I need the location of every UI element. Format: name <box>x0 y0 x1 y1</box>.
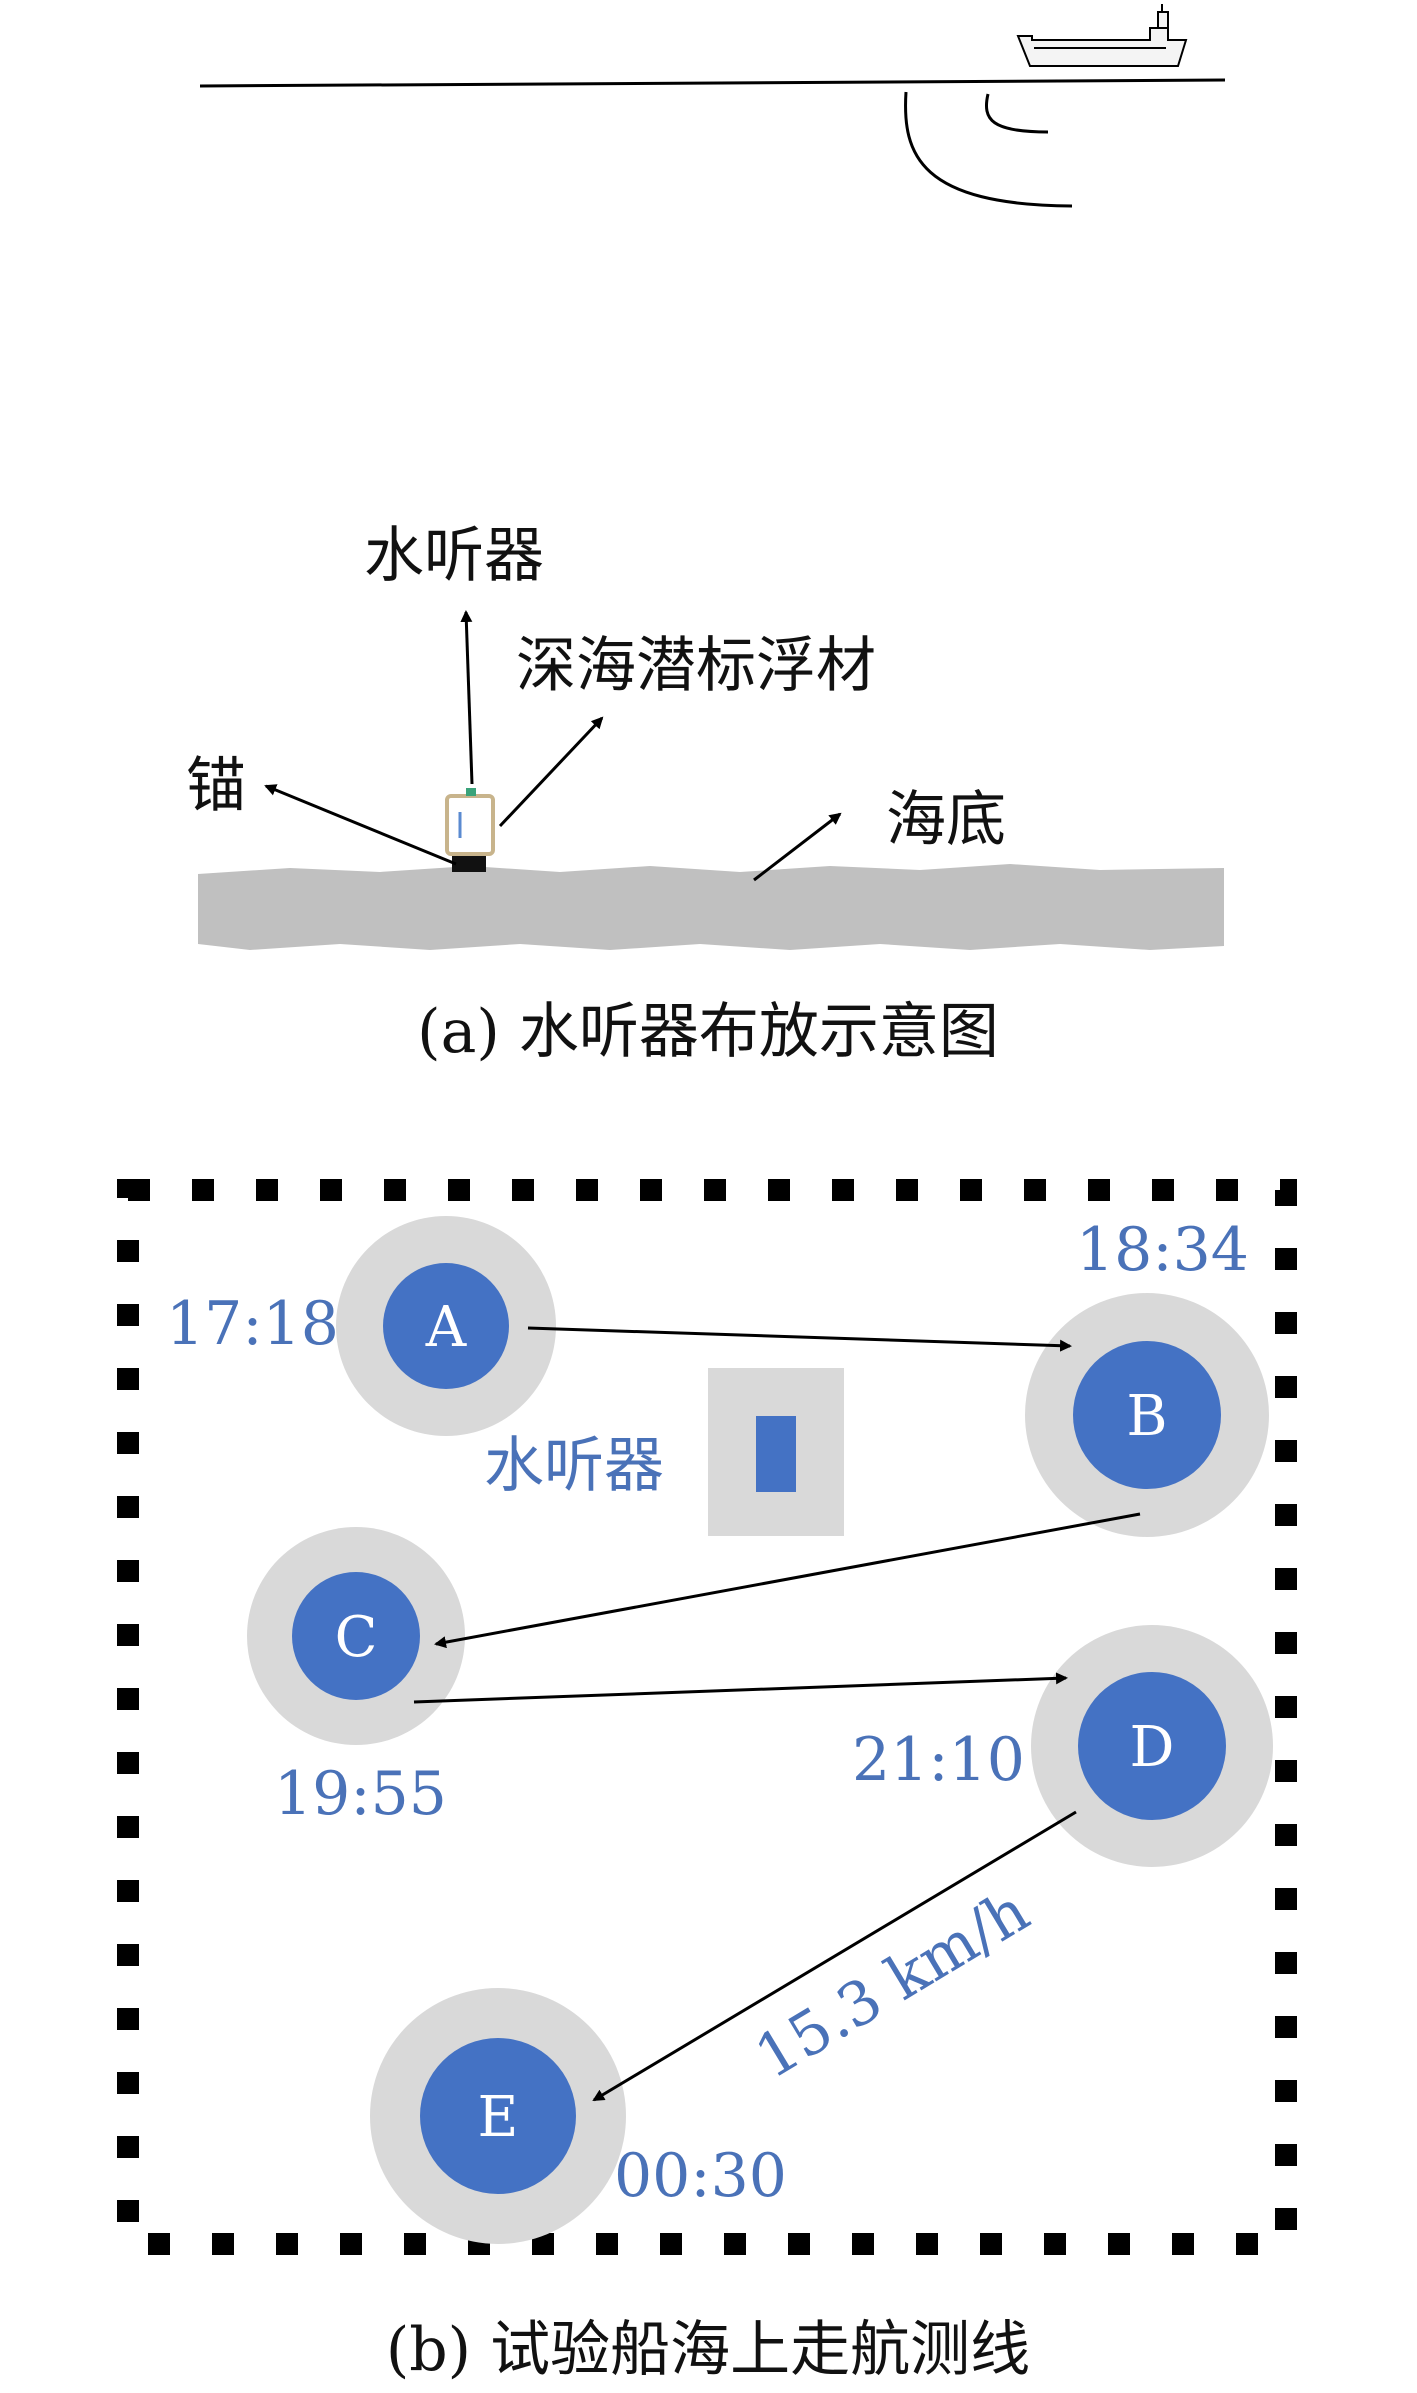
station-marker <box>1073 1341 1221 1489</box>
sea-surface-line <box>199 78 1226 88</box>
station-d: D 21:10 <box>852 1625 1273 1867</box>
station-marker <box>292 1572 420 1700</box>
station-marker <box>383 1263 509 1389</box>
station-id: E <box>478 2085 519 2150</box>
station-time: 19:55 <box>274 1759 447 1829</box>
anchor-label: 锚 <box>186 751 246 821</box>
survey-area-border <box>117 1179 1297 2255</box>
station-e: E 00:30 <box>370 1988 787 2244</box>
station-time: 18:34 <box>1076 1215 1249 1285</box>
ship-icon <box>1016 4 1188 67</box>
float-label: 深海潜标浮材 <box>516 631 876 701</box>
station-time: 17:18 <box>166 1289 339 1359</box>
station-b: B 18:34 <box>1025 1215 1269 1537</box>
arrow-to-seabed-label <box>753 812 842 882</box>
station-marker <box>1078 1672 1226 1820</box>
route-arrow-c-d <box>413 1672 1068 1704</box>
panel-b: 水听器 A 17:18 B 18:34 C 19:55 D 21:10 <box>117 1179 1297 2385</box>
station-time: 00:30 <box>614 2141 787 2211</box>
hydrophone-site-icon <box>756 1416 796 1492</box>
panel-a: 水听器 深海潜标浮材 锚 海底 (a) 水听器布放示意图 <box>186 4 1226 1067</box>
station-id: D <box>1130 1715 1175 1780</box>
seabed-label: 海底 <box>886 785 1006 855</box>
anchor-block-icon <box>452 856 486 872</box>
station-id: B <box>1126 1384 1167 1449</box>
sound-wave-icon <box>904 91 1073 208</box>
route-arrow-d-e <box>592 1810 1077 2102</box>
station-time: 21:10 <box>852 1725 1025 1795</box>
station-id: A <box>425 1295 467 1360</box>
route-arrow-a-b <box>527 1326 1072 1352</box>
arrow-to-hydrophone-label <box>460 610 474 785</box>
station-a: A 17:18 <box>166 1216 556 1436</box>
hydrophone-site-label: 水听器 <box>484 1431 664 1501</box>
hydrophone-label: 水听器 <box>364 521 544 591</box>
hydrophone-float-icon <box>445 788 495 856</box>
station-id: C <box>335 1605 378 1670</box>
panel-a-caption: (a) 水听器布放示意图 <box>417 997 999 1067</box>
seabed-icon <box>198 864 1224 950</box>
panel-b-caption: (b) 试验船海上走航测线 <box>386 2315 1030 2385</box>
arrow-to-float-label <box>498 716 604 828</box>
station-c: C 19:55 <box>247 1527 465 1829</box>
route-arrow-b-c <box>434 1512 1141 1649</box>
station-marker <box>420 2038 576 2194</box>
arrow-to-anchor-label <box>264 784 457 866</box>
